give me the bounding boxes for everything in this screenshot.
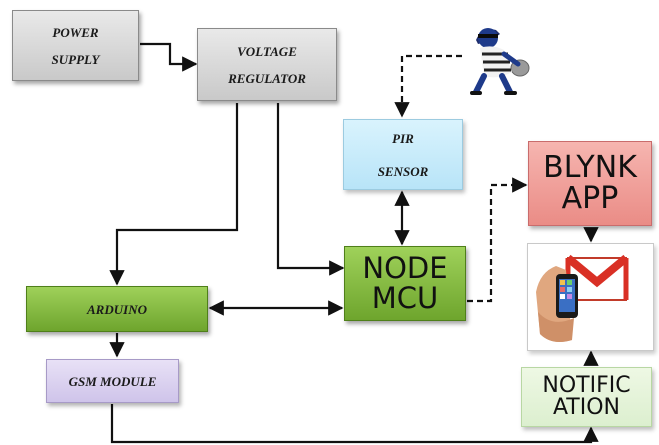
gsm-module-block: GSM MODULE	[46, 359, 179, 403]
power-supply-block: POWER SUPPLY	[12, 10, 139, 81]
power-supply-label-line2: SUPPLY	[51, 51, 100, 67]
arrow-intruder-to-pir	[394, 54, 462, 118]
blynk-app-block: BLYNK APP	[528, 141, 652, 226]
arrow-nodemcu-to-blynk	[467, 177, 528, 303]
smartphone-gmail-icon	[536, 254, 629, 342]
voltage-regulator-label-line2: REGULATOR	[228, 70, 306, 86]
power-supply-label-line1: POWER	[52, 24, 99, 40]
pir-sensor-label-line1: PIR	[392, 130, 414, 146]
blynk-app-label-line1: BLYNK	[543, 149, 637, 185]
notification-label-line1: NOTIFIC	[542, 372, 631, 398]
gsm-module-label: GSM MODULE	[68, 373, 157, 389]
node-mcu-label-line1: NODE	[362, 250, 448, 285]
arrow-regulator-to-nodemcu	[276, 103, 345, 276]
node-mcu-label-line2: MCU	[371, 280, 439, 315]
arduino-label: ARDUINO	[87, 301, 147, 317]
arrow-gsm-to-notification	[110, 404, 599, 444]
pir-sensor-label-line2: SENSOR	[377, 163, 429, 179]
arduino-block: ARDUINO	[26, 286, 208, 332]
arrow-regulator-to-arduino	[109, 103, 239, 286]
phone-display-block	[527, 243, 654, 351]
notification-block: NOTIFIC ATION	[521, 367, 652, 427]
arrow-power-to-regulator	[140, 42, 198, 72]
burglar-icon	[470, 28, 530, 95]
pir-sensor-block: PIR SENSOR	[343, 119, 463, 190]
notification-label-line2: ATION	[552, 395, 621, 420]
blynk-app-label-line2: APP	[561, 180, 619, 216]
voltage-regulator-label-line1: VOLTAGE	[237, 43, 297, 59]
voltage-regulator-block: VOLTAGE REGULATOR	[197, 28, 337, 101]
node-mcu-block: NODE MCU	[344, 246, 466, 321]
